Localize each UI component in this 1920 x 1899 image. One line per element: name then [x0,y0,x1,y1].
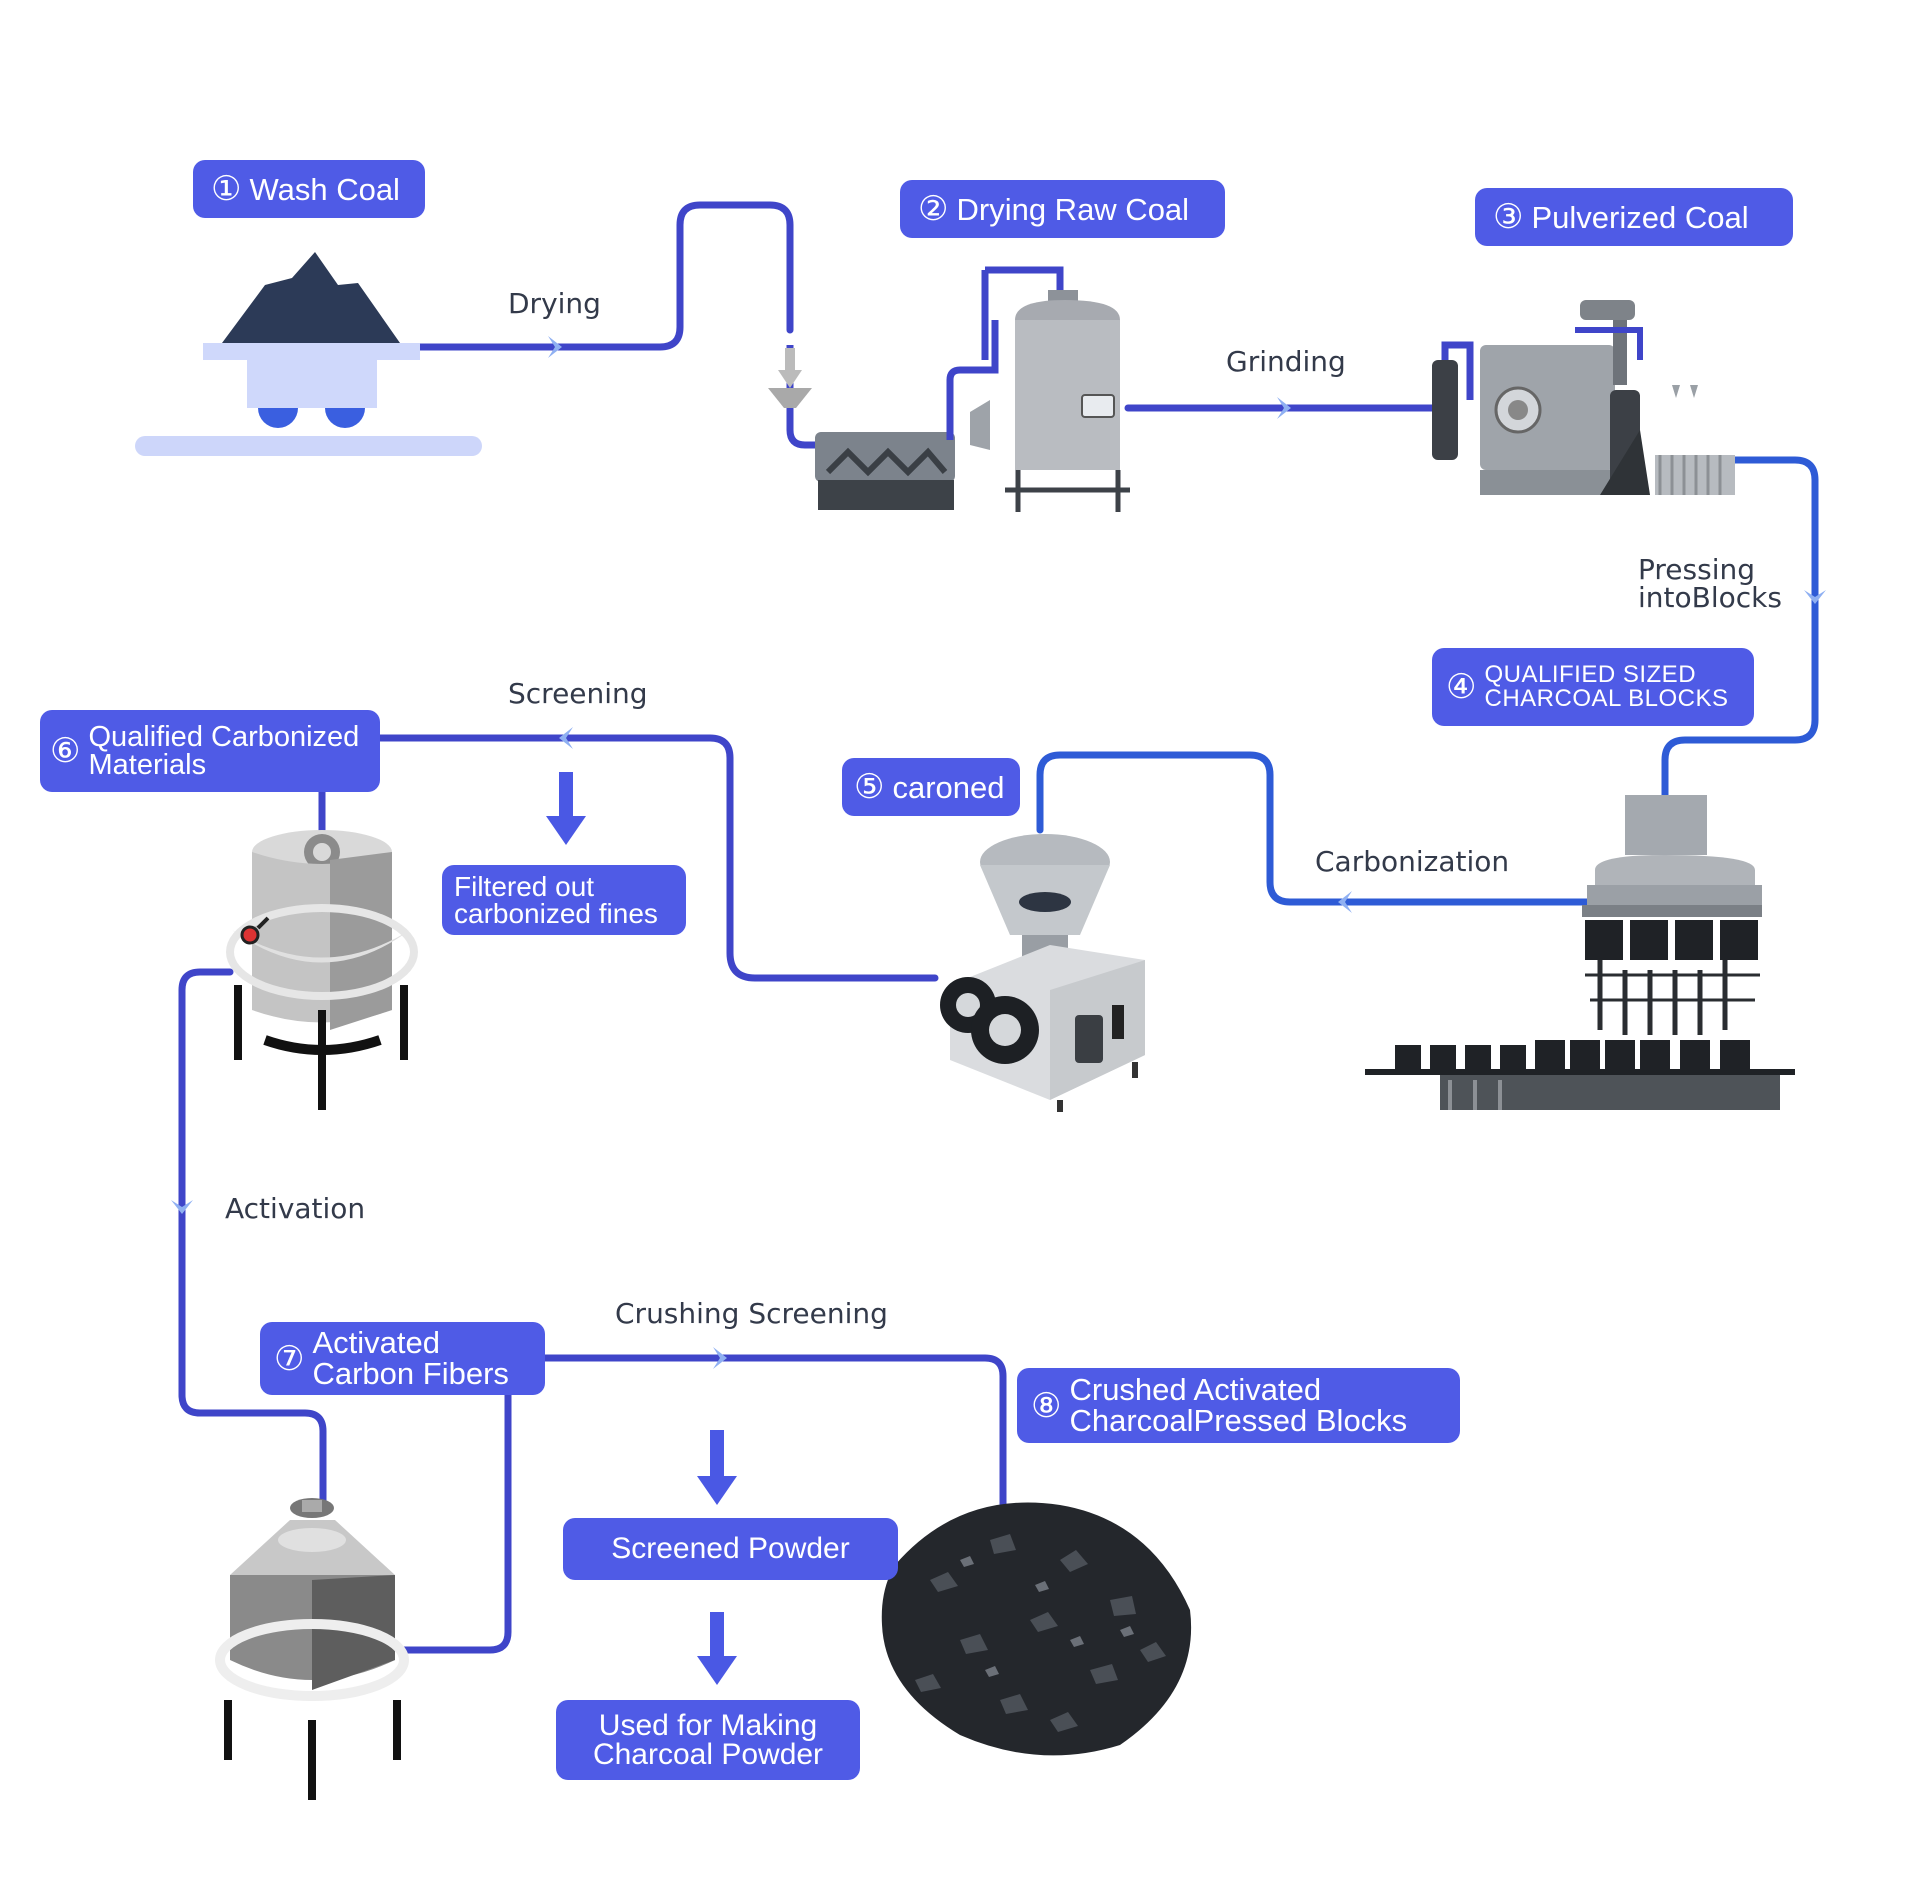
note-screened-powder: Screened Powder [563,1518,898,1580]
down-arrow-icon [697,1430,737,1505]
step-label: caroned [892,769,1005,805]
step-label: Qualified Carbonized Materials [88,720,360,781]
step-number: ⑧ [1031,1386,1062,1425]
note-filtered-text: Filtered out carbonized fines [454,870,658,929]
step-number: ② [918,190,949,228]
step-4-qualified-sized-charcoal-blocks: ④ QUALIFIED SIZED CHARCOAL BLOCKS [1432,648,1754,726]
step-5-caroned: ⑤ caroned [842,758,1020,816]
note-used-for-charcoal-powder: Used for Making Charcoal Powder [556,1700,860,1780]
chevron-right-icon [548,336,562,358]
edge-crushing-line [541,1354,1007,1524]
step-number: ④ [1446,668,1477,706]
pulverizer-machine-icon [1430,300,1735,495]
step-number: ⑤ [854,768,885,806]
edge-screening-line [371,734,939,982]
step-label: Wash Coal [249,171,400,207]
edge-activation-line [178,968,327,1509]
step-label: Drying Raw Coal [956,191,1190,227]
down-arrow-icon [546,772,586,845]
step-label: Pulverized Coal [1531,199,1749,235]
step-label: Activated Carbon Fibers [312,1325,509,1391]
chevron-right-icon [1277,397,1291,419]
edge-label-crushing-screening: Crushing Screening [615,1297,888,1330]
step-3-pulverized-coal: ③ Pulverized Coal [1475,188,1793,246]
step-7-activated-carbon-fibers: ⑦ Activated Carbon Fibers [260,1322,545,1395]
step-label: QUALIFIED SIZED CHARCOAL BLOCKS [1484,661,1729,712]
step-label: Crushed Activated CharcoalPressed Blocks [1069,1372,1408,1438]
step-number: ③ [1493,198,1524,236]
drying-machine-icon [768,266,1130,512]
step-6-qualified-carbonized-materials: ⑥ Qualified Carbonized Materials [40,710,380,792]
note-screened-text: Screened Powder [611,1532,850,1566]
step-number: ⑦ [274,1339,305,1378]
chevron-down-icon [1804,590,1826,604]
edge-label-pressing: Pressing intoBlocks [1638,553,1782,614]
step-number: ① [211,170,242,208]
chevron-left-icon [1338,891,1352,913]
chevron-left-icon [559,727,573,749]
edge-label-activation: Activation [225,1192,366,1225]
coal-cart-icon [135,252,482,456]
chevron-down-icon [171,1200,193,1214]
block-press-machine-icon [1365,795,1795,1110]
edge-label-carbonization: Carbonization [1315,845,1510,878]
step-8-crushed-activated-charcoal-blocks: ⑧ Crushed Activated CharcoalPressed Bloc… [1017,1368,1460,1443]
edge-pressing-line [1656,456,1819,799]
carbonizer-hopper-machine-icon [940,834,1145,1112]
note-used-for-text: Used for Making Charcoal Powder [592,1708,824,1771]
edge-drying-line [411,201,794,351]
edge-label-screening: Screening [508,677,648,710]
note-filtered-fines: Filtered out carbonized fines [442,865,686,935]
activated-charcoal-pile-icon [881,1502,1192,1756]
step-2-drying-raw-coal: ② Drying Raw Coal [900,180,1225,238]
storage-tank-icon [226,830,418,1110]
down-arrow-icon [697,1612,737,1685]
step-1-wash-coal: ① Wash Coal [193,160,425,218]
edge-label-grinding: Grinding [1226,345,1346,378]
step-number: ⑥ [50,732,81,770]
chevron-right-icon [713,1347,727,1369]
edge-carbonization-line [1036,751,1594,906]
activation-kiln-icon [215,1498,409,1800]
edge-label-drying: Drying [508,287,601,320]
